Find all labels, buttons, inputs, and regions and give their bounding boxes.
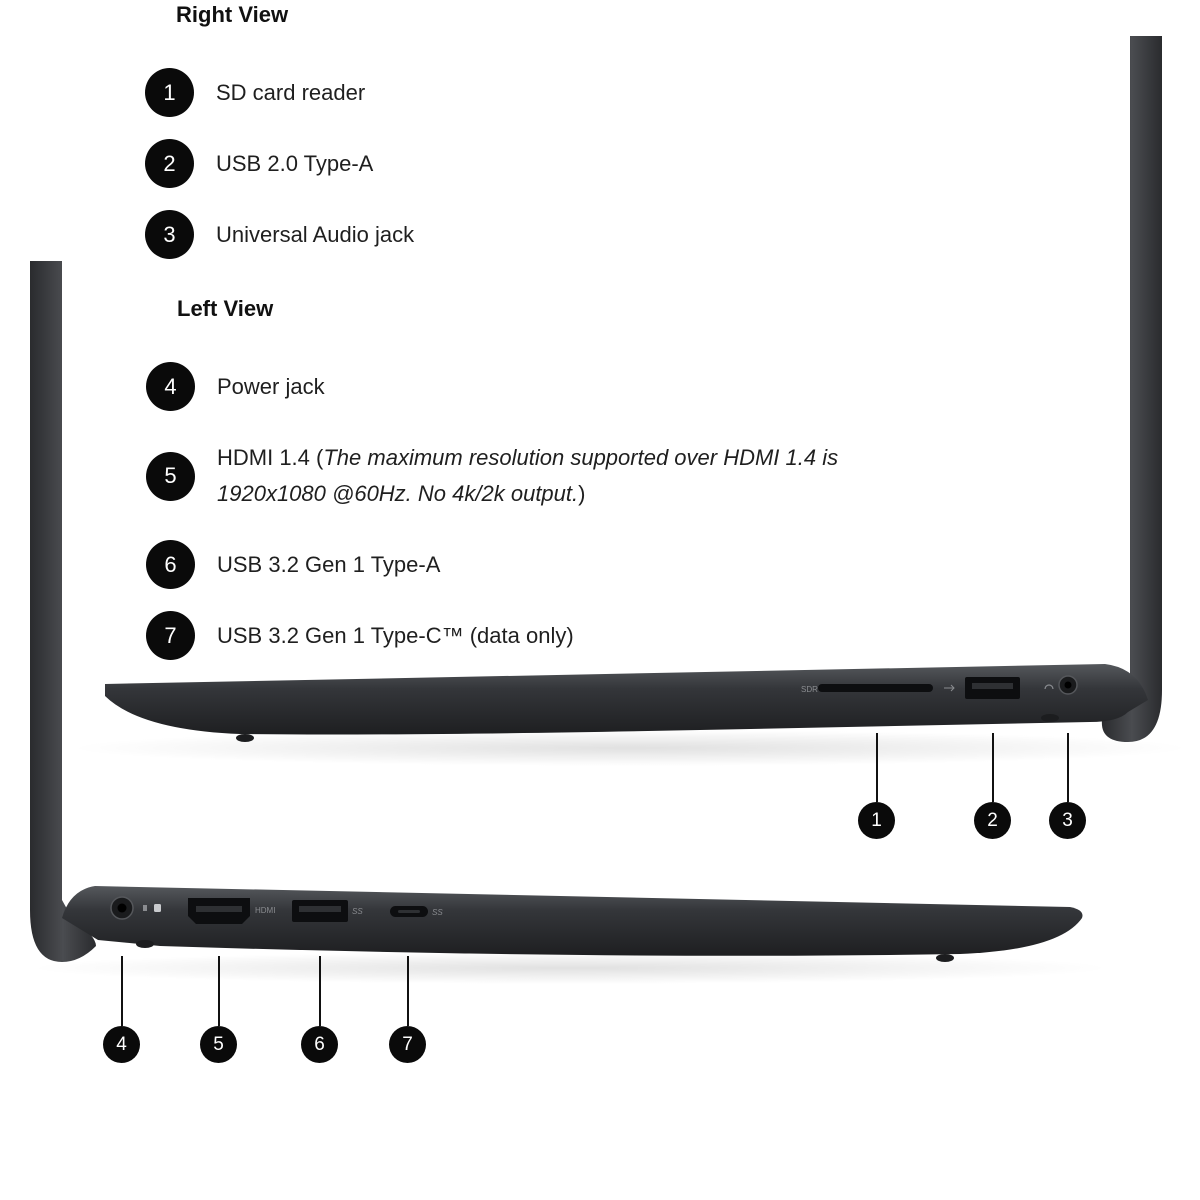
sd-port-marking: SDR bbox=[801, 685, 818, 694]
callout-badge-4: 4 bbox=[103, 1026, 140, 1063]
callout-badge-1: 1 bbox=[858, 802, 895, 839]
sd-card-slot bbox=[818, 684, 933, 692]
right-view-title: Right View bbox=[176, 2, 289, 27]
callout-badge-2: 2 bbox=[974, 802, 1011, 839]
legend-badge: 7 bbox=[146, 611, 195, 660]
callout-badge-7: 7 bbox=[389, 1026, 426, 1063]
legend-label: Universal Audio jack bbox=[216, 221, 415, 247]
legend-item-audio-jack: 3 Universal Audio jack bbox=[145, 210, 414, 259]
headset-icon bbox=[1044, 684, 1054, 690]
legend-label: USB 3.2 Gen 1 Type-C™ (data only) bbox=[217, 622, 574, 648]
hdmi-port-tongue bbox=[196, 906, 242, 912]
callout-badge-5: 5 bbox=[200, 1026, 237, 1063]
legend-item-usb-3-type-a: 6 USB 3.2 Gen 1 Type-A bbox=[146, 540, 440, 589]
legend-badge: 3 bbox=[145, 210, 194, 259]
audio-jack-hole bbox=[1064, 681, 1072, 689]
legend-label: HDMI 1.4 (The maximum resolution support… bbox=[217, 440, 877, 512]
legend-label: USB 2.0 Type-A bbox=[216, 150, 374, 176]
power-symbol-icon bbox=[143, 905, 147, 911]
legend-badge: 1 bbox=[145, 68, 194, 117]
power-led-indicator bbox=[154, 904, 161, 912]
legend-label: Power jack bbox=[217, 373, 325, 399]
legend-badge: 6 bbox=[146, 540, 195, 589]
rubber-foot bbox=[136, 940, 154, 948]
right-laptop-base bbox=[105, 664, 1148, 735]
legend-badge: 4 bbox=[146, 362, 195, 411]
legend-item-sd-card-reader: 1 SD card reader bbox=[145, 68, 365, 117]
legend-item-power-jack: 4 Power jack bbox=[146, 362, 325, 411]
legend-item-usb-2-type-a: 2 USB 2.0 Type-A bbox=[145, 139, 373, 188]
usb-c-port-tongue bbox=[398, 910, 420, 913]
hdmi-suffix: ) bbox=[578, 481, 586, 506]
left-laptop-lid bbox=[30, 261, 96, 962]
usb-port-tongue bbox=[972, 683, 1013, 689]
rubber-foot bbox=[1041, 714, 1059, 722]
left-view-title: Left View bbox=[177, 296, 274, 321]
right-side-laptop: SDR bbox=[70, 36, 1190, 802]
usb-port-tongue bbox=[299, 906, 341, 912]
usb-symbol-icon bbox=[944, 684, 955, 692]
rubber-foot bbox=[936, 954, 954, 962]
callout-badge-3: 3 bbox=[1049, 802, 1086, 839]
power-jack-hole bbox=[117, 903, 127, 913]
right-laptop-lid bbox=[1101, 36, 1162, 742]
hdmi-label: HDMI 1.4 ( bbox=[217, 445, 324, 470]
rubber-foot bbox=[236, 734, 254, 742]
superspeed-c-marking: SS bbox=[432, 908, 443, 917]
hdmi-port-marking: HDMI bbox=[255, 906, 275, 915]
legend-badge: 5 bbox=[146, 451, 195, 501]
right-laptop-shadow bbox=[70, 730, 1190, 766]
superspeed-a-marking: SS bbox=[352, 907, 363, 916]
left-laptop-shadow bbox=[30, 952, 1110, 984]
legend-label: USB 3.2 Gen 1 Type-A bbox=[217, 551, 441, 577]
callout-badge-6: 6 bbox=[301, 1026, 338, 1063]
legend-item-hdmi: 5 HDMI 1.4 (The maximum resolution suppo… bbox=[146, 440, 886, 512]
legend-item-usb-3-type-c: 7 USB 3.2 Gen 1 Type-C™ (data only) bbox=[146, 611, 574, 660]
hdmi-note: The maximum resolution supported over HD… bbox=[217, 445, 839, 506]
legend-label: SD card reader bbox=[216, 79, 366, 105]
legend-badge: 2 bbox=[145, 139, 194, 188]
left-side-laptop: HDMI SS SS bbox=[30, 261, 1110, 1026]
